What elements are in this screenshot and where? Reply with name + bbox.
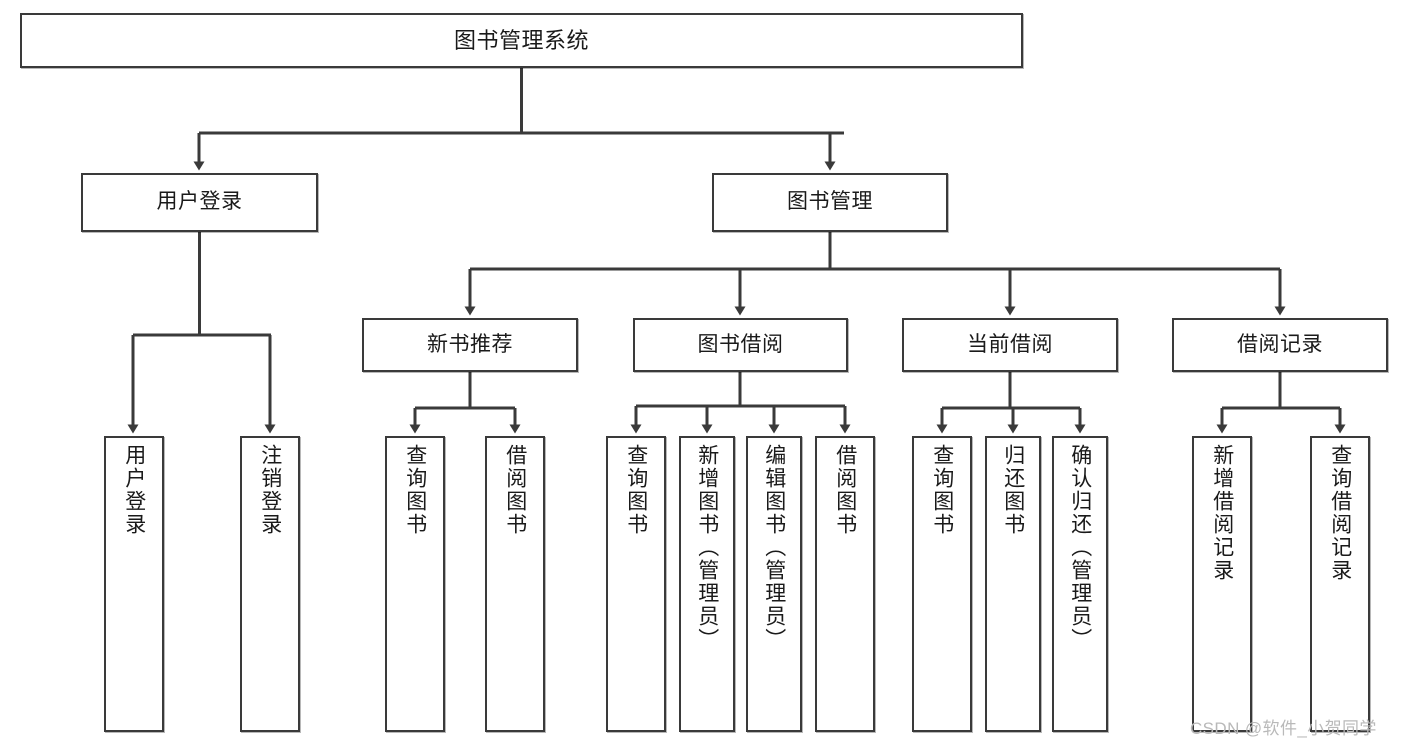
node-root[interactable]: 图书管理系统 <box>20 13 1023 68</box>
node-new-book-recommend-label: 新书推荐 <box>427 332 513 356</box>
leaf-query-borrow-record[interactable]: 查询借阅记录 <box>1310 436 1370 732</box>
node-root-label: 图书管理系统 <box>453 27 589 53</box>
leaf-query-borrow-record-label: 查询借阅记录 <box>1328 444 1352 582</box>
leaf-logout-login[interactable]: 注销登录 <box>240 436 300 732</box>
leaf-add-borrow-record-label: 新增借阅记录 <box>1210 444 1234 582</box>
leaf-return-book[interactable]: 归还图书 <box>985 436 1041 732</box>
leaf-add-book-admin-label: 新增图书（管理员） <box>695 444 719 651</box>
leaf-user-login-label: 用户登录 <box>122 444 146 536</box>
node-book-management[interactable]: 图书管理 <box>712 173 948 232</box>
node-borrow-record[interactable]: 借阅记录 <box>1172 318 1388 372</box>
node-user-login[interactable]: 用户登录 <box>81 173 318 232</box>
node-book-borrow[interactable]: 图书借阅 <box>633 318 848 372</box>
leaf-query-book-borrow-label: 查询图书 <box>624 444 648 536</box>
leaf-borrow-book-newbook[interactable]: 借阅图书 <box>485 436 545 732</box>
leaf-add-borrow-record[interactable]: 新增借阅记录 <box>1192 436 1252 732</box>
node-book-borrow-label: 图书借阅 <box>697 332 784 356</box>
leaf-edit-book-admin[interactable]: 编辑图书（管理员） <box>746 436 802 732</box>
leaf-query-book-borrow[interactable]: 查询图书 <box>606 436 666 732</box>
node-borrow-record-label: 借阅记录 <box>1237 332 1323 356</box>
leaf-user-login[interactable]: 用户登录 <box>104 436 164 732</box>
leaf-query-book-current-label: 查询图书 <box>930 444 954 536</box>
csdn-watermark: CSDN @软件_小贺同学 <box>1190 719 1377 738</box>
leaf-confirm-return-admin-label: 确认归还（管理员） <box>1068 444 1092 651</box>
leaf-query-book-newbook-label: 查询图书 <box>403 444 427 536</box>
leaf-confirm-return-admin[interactable]: 确认归还（管理员） <box>1052 436 1108 732</box>
leaf-query-book-current[interactable]: 查询图书 <box>912 436 972 732</box>
leaf-return-book-label: 归还图书 <box>1001 444 1025 536</box>
leaf-borrow-book-newbook-label: 借阅图书 <box>503 444 527 536</box>
node-book-management-label: 图书管理 <box>787 190 873 214</box>
leaf-edit-book-admin-label: 编辑图书（管理员） <box>762 444 786 651</box>
leaf-borrow-book[interactable]: 借阅图书 <box>815 436 875 732</box>
node-user-login-label: 用户登录 <box>156 190 243 214</box>
node-current-borrow-label: 当前借阅 <box>967 332 1053 356</box>
node-new-book-recommend[interactable]: 新书推荐 <box>362 318 578 372</box>
leaf-logout-login-label: 注销登录 <box>258 444 282 536</box>
leaf-query-book-newbook[interactable]: 查询图书 <box>385 436 445 732</box>
leaf-borrow-book-label: 借阅图书 <box>833 444 857 536</box>
node-current-borrow[interactable]: 当前借阅 <box>902 318 1118 372</box>
leaf-add-book-admin[interactable]: 新增图书（管理员） <box>679 436 735 732</box>
